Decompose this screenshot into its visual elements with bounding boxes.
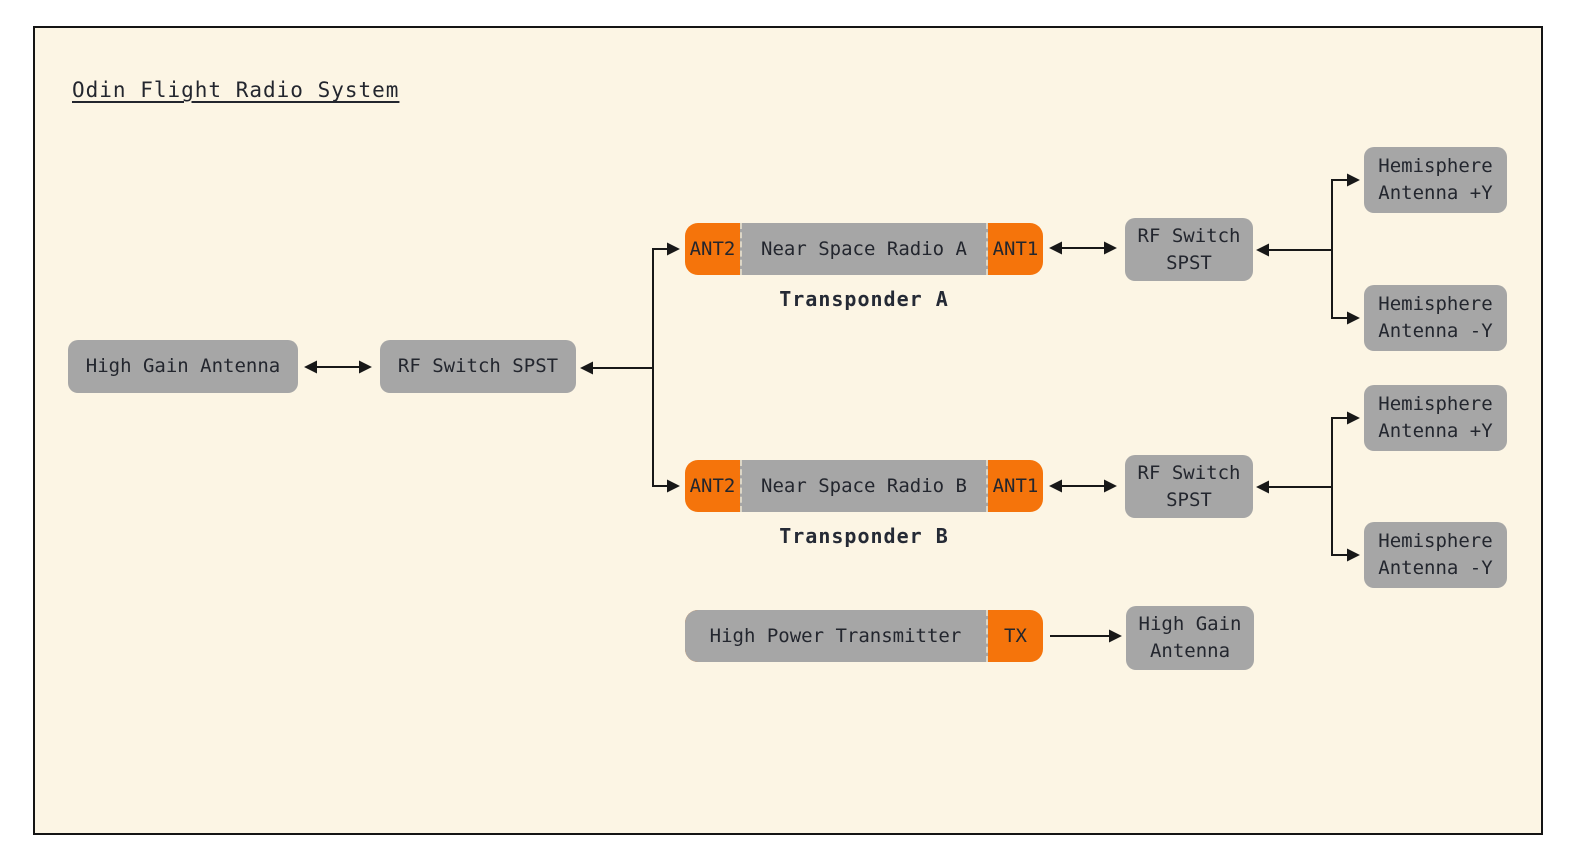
node-label-line1: Hemisphere (1378, 293, 1493, 315)
transponder-a-caption: Transponder A (779, 287, 949, 311)
node-near-space-radio-b: Near Space Radio B (740, 460, 988, 512)
node-hemisphere-antenna-minus-y-b: Hemisphere Antenna -Y (1364, 522, 1507, 588)
node-rf-switch-main: RF Switch SPST (380, 340, 576, 393)
node-rf-switch-b: RF Switch SPST (1125, 455, 1253, 518)
port-label: ANT1 (992, 238, 1039, 260)
node-label: High Power Transmitter (709, 625, 962, 647)
diagram-title: Odin Flight Radio System (72, 78, 400, 102)
node-hemisphere-antenna-minus-y-a: Hemisphere Antenna -Y (1364, 285, 1507, 351)
node-label-line2: Antenna -Y (1378, 557, 1493, 579)
node-label-line1: RF Switch (1137, 461, 1241, 484)
port-ant1-b: ANT1 (988, 460, 1043, 512)
node-label-line1: RF Switch (1137, 224, 1241, 247)
node-high-gain-antenna-left: High Gain Antenna (68, 340, 298, 393)
node-label: High Gain Antenna (85, 355, 281, 377)
node-high-gain-antenna-out: High Gain Antenna (1126, 606, 1254, 670)
port-tx: TX (988, 610, 1043, 662)
transponder-b-caption: Transponder B (779, 524, 949, 548)
node-label-line1: Hemisphere (1378, 393, 1493, 415)
node-hemisphere-antenna-plus-y-a: Hemisphere Antenna +Y (1364, 147, 1507, 213)
port-ant2-b: ANT2 (685, 460, 740, 512)
node-hemisphere-antenna-plus-y-b: Hemisphere Antenna +Y (1364, 385, 1507, 451)
node-label: Near Space Radio A (761, 238, 967, 260)
node-high-power-transmitter: High Power Transmitter TX (685, 610, 1043, 662)
node-rf-switch-a: RF Switch SPST (1125, 218, 1253, 281)
node-label-line2: Antenna +Y (1378, 420, 1493, 442)
port-label: ANT2 (689, 238, 736, 260)
port-ant1-a: ANT1 (988, 223, 1043, 275)
node-label: RF Switch SPST (397, 355, 559, 377)
node-label-line1: High Gain (1138, 613, 1242, 635)
node-label-line1: Hemisphere (1378, 530, 1493, 552)
node-transponder-a: ANT2 Near Space Radio A ANT1 (685, 223, 1043, 275)
port-label: ANT1 (992, 475, 1039, 497)
diagram-panel (33, 26, 1543, 835)
node-label-line2: Antenna (1149, 640, 1231, 662)
node-high-power-transmitter-body: High Power Transmitter (685, 610, 988, 662)
node-label: Near Space Radio B (761, 475, 967, 497)
node-transponder-b: ANT2 Near Space Radio B ANT1 (685, 460, 1043, 512)
node-label-line2: SPST (1166, 251, 1212, 274)
port-ant2-a: ANT2 (685, 223, 740, 275)
node-label-line2: Antenna -Y (1378, 320, 1493, 342)
node-near-space-radio-a: Near Space Radio A (740, 223, 988, 275)
node-label-line2: Antenna +Y (1378, 182, 1493, 204)
node-label-line1: Hemisphere (1378, 155, 1493, 177)
node-label-line2: SPST (1166, 488, 1212, 511)
port-label: ANT2 (689, 475, 736, 497)
port-label: TX (1004, 625, 1027, 647)
